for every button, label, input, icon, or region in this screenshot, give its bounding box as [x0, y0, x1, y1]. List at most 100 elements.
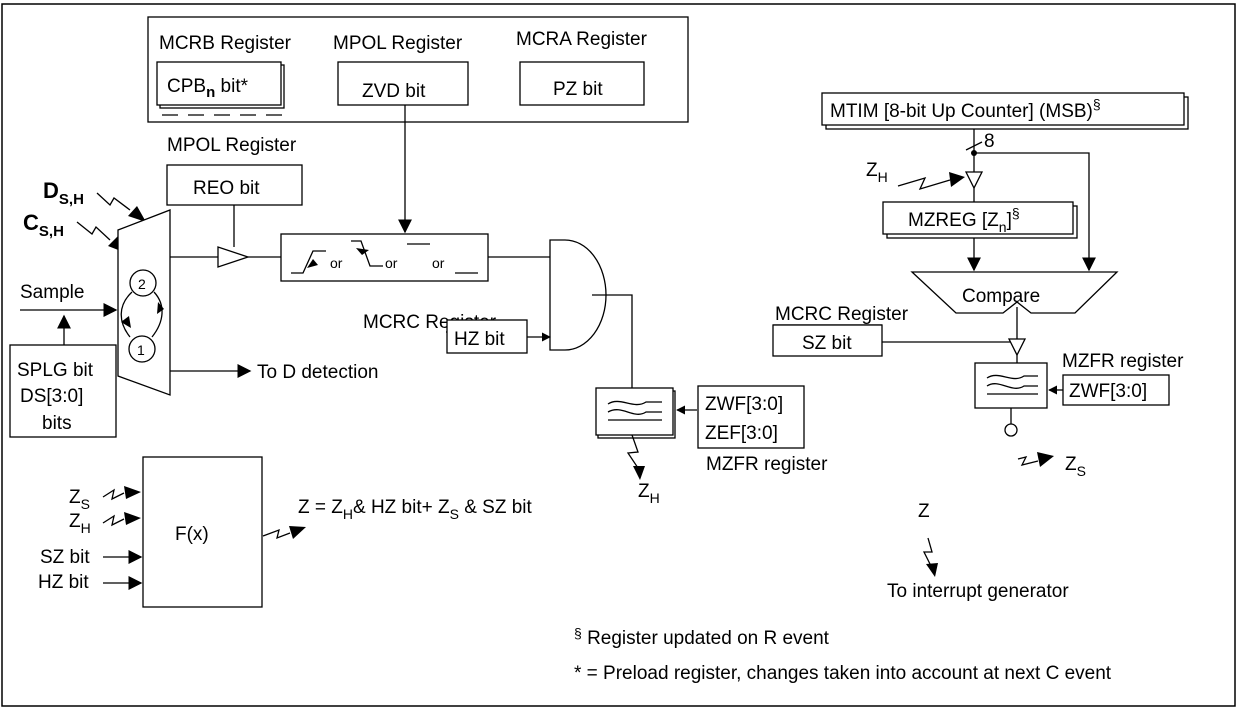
mzreg-box: [882, 201, 1074, 235]
fx-zs-label: ZS: [69, 487, 90, 512]
zvd-bit-label: ZVD bit: [362, 81, 426, 102]
filter-right-wave-1: [986, 374, 1038, 380]
d-sh-label: DS,H: [43, 178, 84, 208]
zwf-right-box: [1062, 374, 1170, 406]
mtim-label: MTIM [8-bit Up Counter] (MSB)§: [830, 96, 1101, 122]
fx-hz-bit-label: HZ bit: [38, 572, 89, 593]
filter-left-zh-wiggle: [626, 434, 639, 469]
or-label-3: or: [432, 255, 445, 271]
or-label-1: or: [330, 255, 343, 271]
c-sh-label: CS,H: [23, 210, 64, 240]
mzreg-label: MZREG [Zn]§: [908, 205, 1020, 235]
filter-left-zh-label: ZH: [638, 481, 660, 506]
mzfr-register-label-left: MZFR register: [706, 454, 828, 475]
rising-edge-icon: [291, 250, 326, 274]
mzfr-register-label-right: MZFR register: [1062, 351, 1184, 372]
mux-input-2: [129, 269, 157, 297]
hz-bit-box: [446, 319, 528, 354]
zwf-right-label: ZWF[3:0]: [1069, 381, 1147, 402]
zwf-left-label: ZWF[3:0]: [705, 394, 783, 415]
reo-bit-box: [166, 164, 303, 206]
sample-label: Sample: [20, 282, 84, 303]
bus-to-compare-line: [974, 152, 1096, 272]
c-wiggle: [76, 221, 111, 241]
sz-latch-triangle: [1007, 338, 1027, 357]
mux-input-2-label: 2: [138, 276, 146, 292]
pz-bit-box: [519, 61, 645, 106]
mux-input-1: [128, 335, 156, 363]
bus-width-slash: [965, 141, 983, 151]
mcrc-register-label-right: MCRC Register: [775, 304, 909, 325]
compare-block: [910, 271, 1119, 314]
splg-line1: SPLG bit: [17, 360, 94, 381]
cpb-bit-label: CPBn bit*: [167, 76, 249, 101]
right-zh-label: ZH: [866, 160, 888, 185]
d-wiggle: [96, 192, 131, 211]
mtim-box: [821, 92, 1185, 126]
outer-frame: [1, 3, 1236, 707]
interrupt-arrowhead: [926, 563, 938, 577]
note-preload: * = Preload register, changes taken into…: [574, 663, 1112, 684]
splg-line2: DS[3:0]: [20, 386, 83, 407]
interrupt-z-label: Z: [918, 501, 930, 522]
zef-left-label: ZEF[3:0]: [705, 423, 778, 444]
mux-loop-left: [120, 291, 133, 338]
sz-bit-label-right: SZ bit: [802, 333, 852, 354]
right-zs-wiggle: [1017, 456, 1039, 466]
right-zh-wiggle: [897, 176, 951, 191]
to-d-detection-label: To D detection: [257, 362, 378, 383]
splg-box: [9, 344, 117, 438]
mcrb-register-label: MCRB Register: [159, 33, 292, 54]
fx-zs-wiggle: [102, 488, 125, 501]
zwf-zef-box: [697, 385, 805, 449]
right-zs-arrowhead: [1037, 452, 1054, 467]
mux-loop-right: [151, 291, 163, 338]
buffer-triangle: [217, 246, 251, 268]
fx-zh-arrowhead: [124, 512, 141, 525]
mux-selector: [117, 209, 171, 396]
fx-block: [142, 456, 263, 608]
mux-loop-arrow-right: [157, 302, 164, 314]
inverter-bubble: [1004, 423, 1018, 437]
splg-line3: bits: [42, 413, 72, 434]
filter-left-wave-1: [607, 400, 662, 406]
rising-edge-arrow: [307, 259, 318, 268]
d-arrowhead: [128, 206, 146, 222]
compare-label: Compare: [962, 286, 1040, 307]
bus-width-label: 8: [984, 131, 995, 152]
sz-bit-box: [772, 324, 883, 357]
filter-right-wave-2: [986, 383, 1038, 389]
cpb-box: [156, 61, 282, 106]
interrupt-label: To interrupt generator: [887, 581, 1069, 602]
note-register-updated: § Register updated on R event: [574, 625, 830, 649]
hz-bit-label: HZ bit: [454, 329, 505, 350]
fx-label: F(x): [175, 524, 209, 545]
mcra-register-label: MCRA Register: [516, 29, 648, 50]
edge-select-box: [280, 233, 489, 282]
right-zs-label: ZS: [1065, 454, 1086, 479]
zvd-bit-box: [337, 61, 469, 106]
fx-zh-label: ZH: [69, 511, 91, 536]
or-label-2: or: [385, 255, 398, 271]
filter-left-zh-arrow: [633, 466, 645, 480]
fx-sz-bit-label: SZ bit: [40, 547, 90, 568]
and-to-filter-line: [592, 294, 633, 388]
fx-zs-arrowhead: [124, 486, 141, 499]
and-gate: [549, 239, 607, 351]
falling-edge-icon: [351, 240, 383, 267]
filter-left-wave-2: [607, 409, 662, 415]
fx-out-arrowhead: [289, 526, 306, 539]
interrupt-wiggle: [922, 537, 933, 567]
fx-out-wiggle: [262, 528, 291, 540]
mpol-register-label-top: MPOL Register: [333, 33, 463, 54]
mpol-register-label-reo: MPOL Register: [167, 135, 297, 156]
mux-loop-arrow-left: [121, 316, 131, 328]
pz-bit-label: PZ bit: [553, 79, 603, 100]
fx-zh-wiggle: [102, 514, 125, 527]
zh-latch-triangle: [964, 171, 984, 190]
reo-bit-label: REO bit: [193, 178, 260, 199]
fx-equation: Z = ZH& HZ bit+ ZS & SZ bit: [298, 497, 533, 522]
mux-input-1-label: 1: [137, 342, 145, 358]
right-zh-arrowhead: [949, 172, 965, 187]
